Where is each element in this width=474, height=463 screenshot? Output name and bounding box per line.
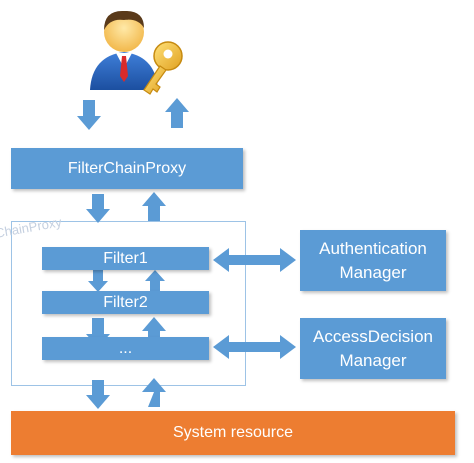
access-decision-manager-node: AccessDecision Manager: [300, 318, 446, 379]
filter-more-node: ...: [42, 337, 209, 360]
filter-chain-proxy-label: FilterChainProxy: [67, 159, 187, 177]
authentication-manager-line1: Authentication: [319, 238, 427, 258]
double-arrow-icon: [213, 335, 296, 359]
filter1-node: Filter1: [42, 247, 209, 270]
access-decision-manager-line2: Manager: [339, 350, 407, 370]
arrow-up-icon: [145, 270, 165, 292]
double-arrow-icon: [213, 248, 296, 272]
system-resource-label: System resource: [172, 424, 294, 441]
arrow-up-icon: [165, 98, 189, 128]
arrow-down-icon: [77, 100, 101, 130]
filter2-node: Filter2: [42, 291, 209, 314]
arrow-down-icon: [86, 380, 110, 409]
arrow-up-icon: [142, 378, 166, 407]
authentication-manager-node: Authentication Manager: [300, 230, 446, 291]
filter2-label: Filter2: [103, 293, 148, 311]
arrow-up-icon: [142, 192, 166, 221]
access-decision-manager-line1: AccessDecision: [313, 326, 433, 346]
user-with-key-icon: [90, 10, 183, 95]
arrow-down-icon: [88, 270, 108, 292]
filter-more-label: ...: [118, 339, 133, 357]
arrow-down-icon: [86, 194, 110, 223]
filter-chain-proxy-node: FilterChainProxy: [11, 148, 243, 189]
authentication-manager-line2: Manager: [339, 262, 407, 282]
filter1-label: Filter1: [103, 249, 148, 267]
system-resource-node: System resource: [11, 411, 455, 455]
